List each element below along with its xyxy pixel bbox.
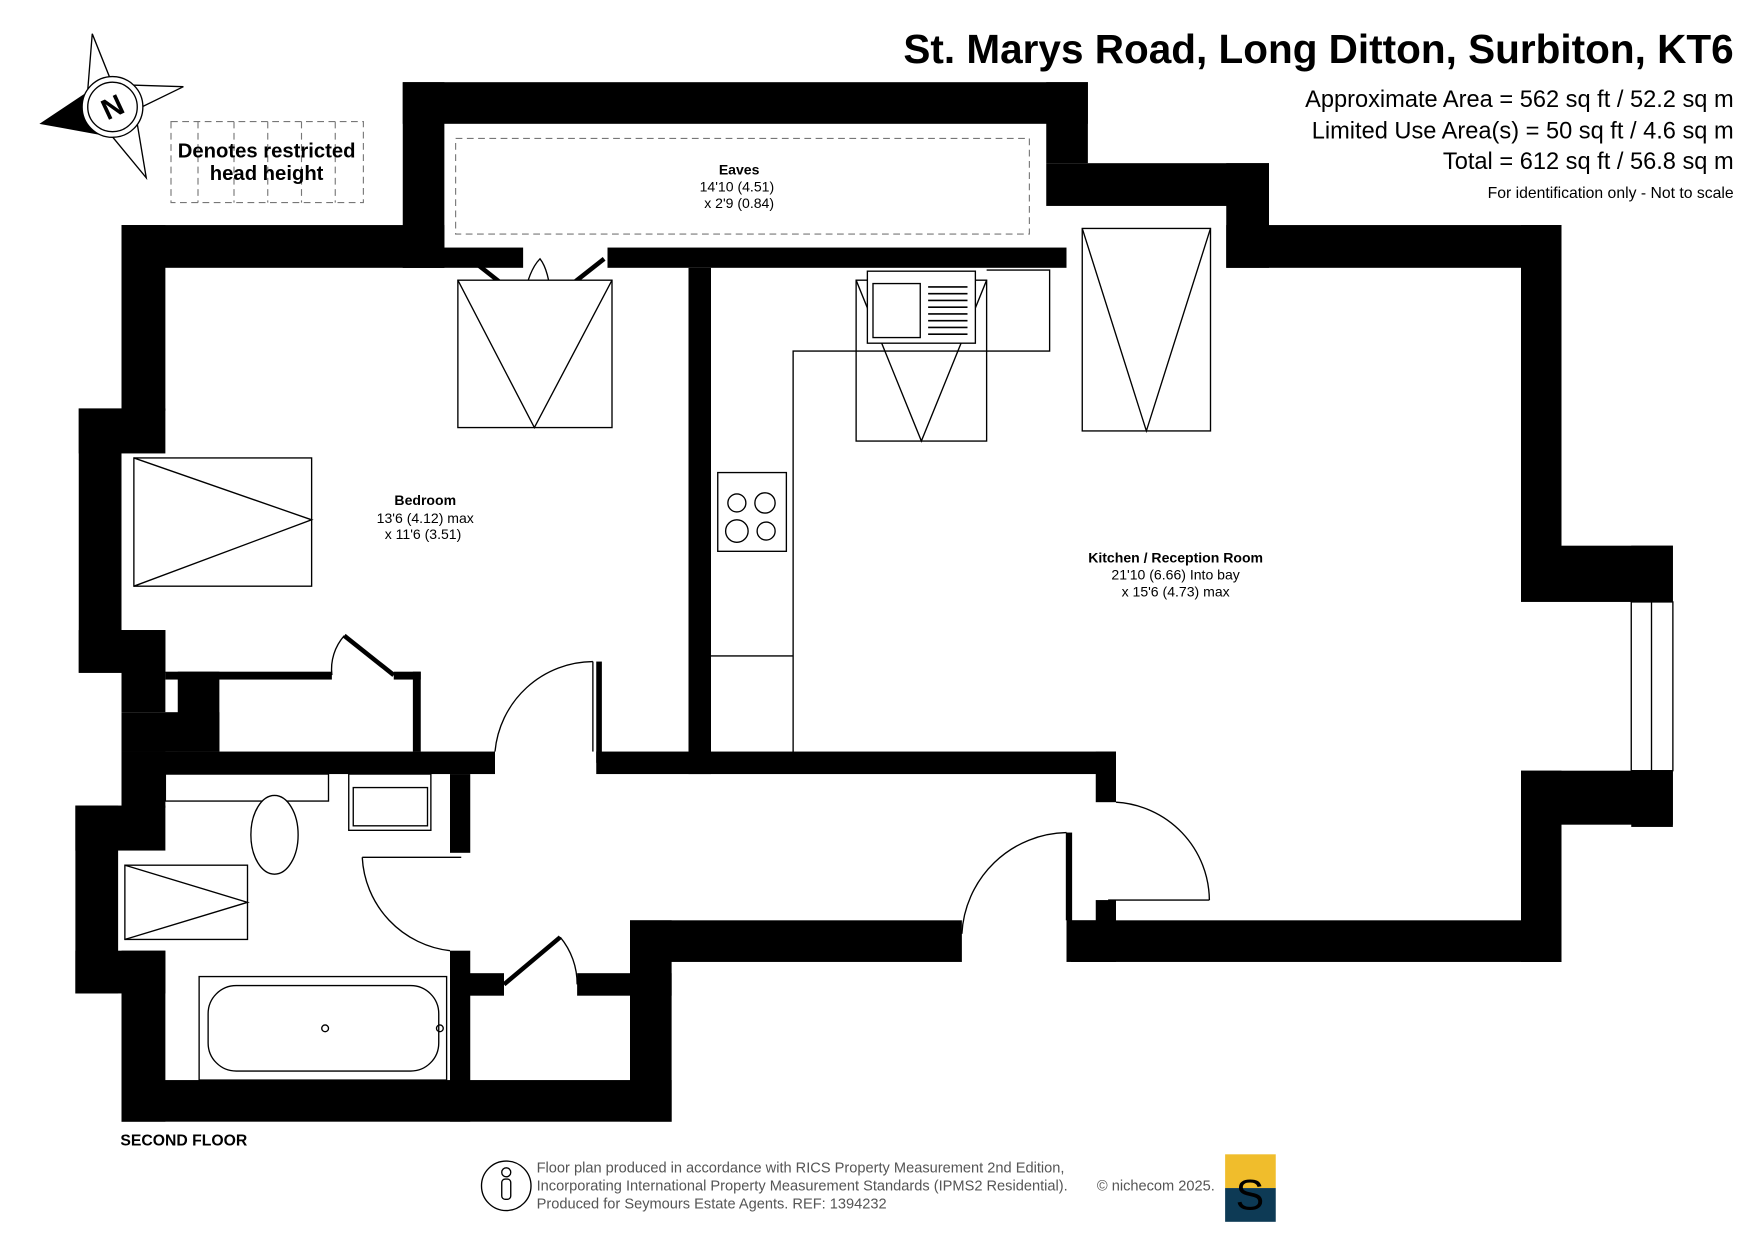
bedroom-dim1: 13'6 (4.12) max (377, 510, 474, 526)
hob (717, 471, 788, 552)
property-title: St. Marys Road, Long Ditton, Surbiton, K… (903, 26, 1733, 72)
bath (198, 975, 448, 1081)
bedroom-label: Bedroom (394, 492, 456, 508)
kitchen-label: Kitchen / Reception Room (1088, 550, 1263, 566)
fixtures (124, 227, 1212, 1081)
compass-icon: N (39, 33, 184, 181)
limited-use-area: Limited Use Area(s) = 50 sq ft / 4.6 sq … (1312, 118, 1734, 144)
eaves-restricted-area (455, 137, 1030, 235)
svg-text:S: S (1236, 1171, 1265, 1219)
bed (133, 457, 313, 587)
rics-person-icon (480, 1160, 532, 1212)
floor-label: SECOND FLOOR (120, 1132, 248, 1149)
bedroom-dim2: x 11'6 (3.51) (385, 526, 462, 542)
restricted-height-legend: Denotes restricted head height (170, 121, 364, 204)
kitchen-dim2: x 15'6 (4.73) max (1122, 583, 1230, 599)
approximate-area: Approximate Area = 562 sq ft / 52.2 sq m (1305, 87, 1734, 113)
total-area: Total = 612 sq ft / 56.8 sq m (1443, 149, 1734, 175)
walls (75, 82, 1673, 1122)
eaves-dim2: x 2'9 (0.84) (704, 195, 774, 211)
basin (348, 773, 432, 831)
eaves-dim1: 14'10 (4.51) (700, 178, 775, 194)
legend-line2: head height (210, 163, 324, 185)
kitchen-dim1: 21'10 (6.66) Into bay (1111, 566, 1239, 582)
fridge-unit (1081, 227, 1212, 432)
footer-line3: Produced for Seymours Estate Agents. REF… (537, 1196, 887, 1212)
footer-copyright: © nichecom 2025. (1097, 1178, 1215, 1194)
footer-line1: Floor plan produced in accordance with R… (537, 1160, 1065, 1176)
toilet (250, 794, 299, 875)
legend-line1: Denotes restricted (178, 141, 356, 163)
disclaimer: For identification only - Not to scale (1488, 185, 1734, 202)
wardrobe (457, 279, 613, 429)
footer-line2: Incorporating International Property Mea… (537, 1178, 1068, 1194)
seymours-logo: S (1225, 1154, 1276, 1222)
shower-tray (124, 864, 249, 941)
eaves-label: Eaves (719, 161, 760, 177)
